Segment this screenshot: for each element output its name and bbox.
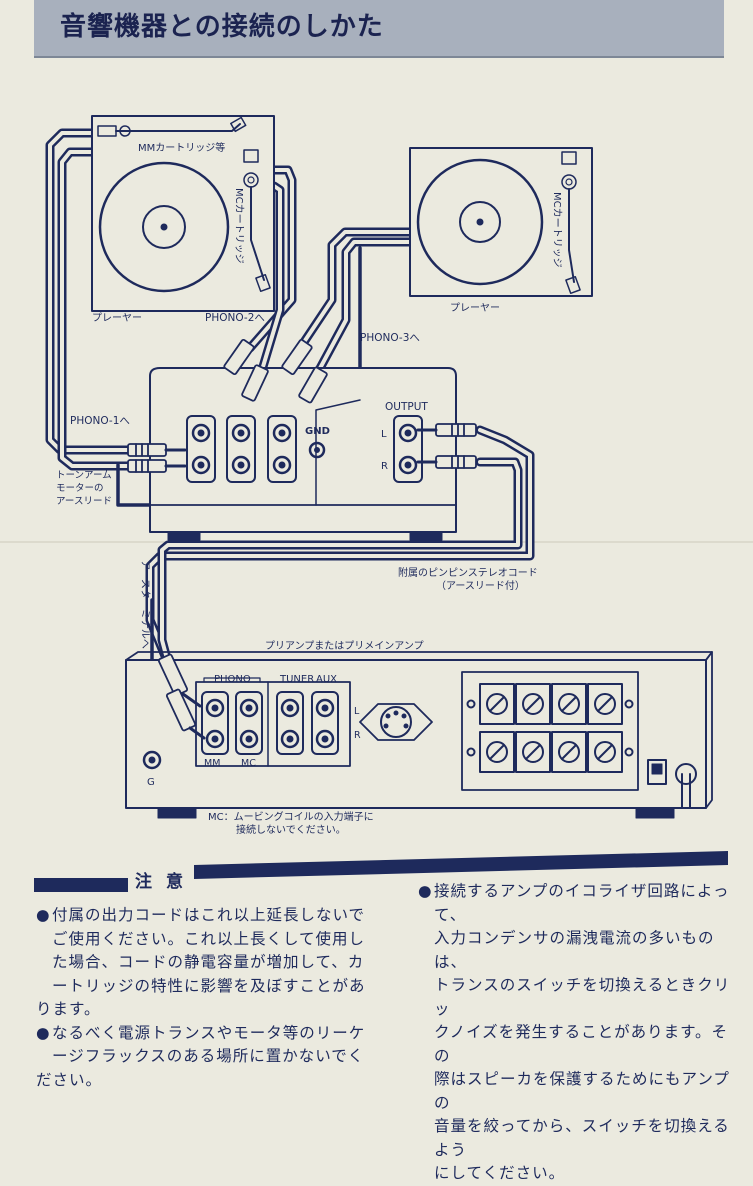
amp-foot-left bbox=[157, 807, 197, 819]
label-mm-cartridge: MMカートリッジ等 bbox=[138, 141, 225, 154]
note-item: ●付属の出力コードはこれ以上延長しないでご使用ください。これ以上長くして使用した… bbox=[36, 904, 406, 1022]
label-phono3: PHONO-3へ bbox=[360, 332, 420, 344]
label-cord-2: （アースリード付） bbox=[436, 579, 525, 592]
plugs-phono1 bbox=[127, 443, 187, 473]
phono2-jacks bbox=[226, 415, 256, 483]
notes-left-column: ●付属の出力コードはこれ以上延長しないでご使用ください。これ以上長くして使用した… bbox=[36, 904, 406, 1092]
header-bar bbox=[34, 0, 724, 58]
label-earth-lead-1: トーンアーム bbox=[56, 470, 112, 481]
platter-right bbox=[416, 158, 544, 286]
gnd-terminal bbox=[308, 441, 326, 459]
bullet-icon: ● bbox=[36, 1023, 51, 1042]
plugs-amp-phono bbox=[157, 653, 206, 740]
label-mc-cartridge-left: MCカートリッジ bbox=[233, 188, 245, 264]
plugs-output bbox=[416, 423, 477, 469]
note-line: 付属の出力コードはこれ以上延長しないで bbox=[52, 906, 366, 924]
label-gnd: GND bbox=[305, 426, 330, 437]
bullet-icon: ● bbox=[36, 906, 51, 924]
label-output-l: L bbox=[381, 429, 387, 440]
transformer-feet-left bbox=[167, 531, 201, 541]
note-item: ●接続するアンプのイコライザ回路によって、入力コンデンサの漏洩電流の多いものは、… bbox=[418, 880, 736, 1186]
note-line: にしてください。 bbox=[434, 1164, 566, 1182]
transformer-feet-right bbox=[409, 531, 443, 541]
plugs-phono2 bbox=[223, 338, 269, 402]
bullet-icon: ● bbox=[418, 882, 433, 900]
label-output: OUTPUT bbox=[385, 401, 428, 413]
amp-phono-jacks bbox=[201, 691, 263, 755]
notes-title: 注 意 bbox=[128, 868, 194, 896]
label-player-right: プレーヤー bbox=[450, 302, 500, 314]
label-amp-tuner: TUNER bbox=[279, 674, 314, 685]
label-amp-mm: MM bbox=[204, 758, 220, 769]
label-amp-g: G bbox=[147, 777, 155, 788]
note-line: ートリッジの特性に影響を及ぼすことがあ bbox=[52, 976, 366, 995]
output-jacks bbox=[393, 415, 423, 483]
turntable-left-body bbox=[91, 115, 275, 312]
power-switch bbox=[647, 759, 667, 785]
din-socket bbox=[359, 703, 433, 741]
power-cord-grommet bbox=[675, 763, 697, 785]
note-line: 音量を絞ってから、スイッチを切換えるよう bbox=[434, 1117, 730, 1159]
note-line: 接続するアンプのイコライザ回路によって、 bbox=[434, 882, 730, 924]
phono3-jacks bbox=[267, 415, 297, 483]
label-phono2: PHONO-2へ bbox=[205, 312, 265, 324]
label-amp-aux: AUX bbox=[316, 674, 337, 685]
label-earth-terminal: アースターミナルへ bbox=[139, 560, 151, 649]
note-line: ります。 bbox=[36, 1000, 101, 1018]
amp-ground-terminal bbox=[142, 750, 162, 770]
label-player-left: プレーヤー bbox=[92, 312, 142, 324]
notes-right-column: ●接続するアンプのイコライザ回路によって、入力コンデンサの漏洩電流の多いものは、… bbox=[418, 880, 736, 1186]
phono1-jacks bbox=[186, 415, 216, 483]
note-line: トランスのスイッチを切換えるときクリッ bbox=[434, 976, 731, 1018]
notes-bar-left bbox=[34, 878, 128, 892]
label-amp-phono: PHONO bbox=[214, 674, 251, 685]
label-cord-1: 附属のピンピンステレオコード bbox=[398, 566, 538, 579]
label-amp-r: R bbox=[354, 730, 361, 741]
label-mc-note-1: MC：ムービングコイルの入力端子に bbox=[208, 810, 374, 823]
label-mc-cartridge-right: MCカートリッジ bbox=[551, 192, 563, 268]
label-earth-lead-2: モーターの bbox=[56, 483, 104, 494]
note-line: ださい。 bbox=[36, 1070, 103, 1089]
plugs-phono3 bbox=[281, 338, 328, 404]
platter-left bbox=[98, 161, 230, 293]
label-mc-note-2: 接続しないでください。 bbox=[236, 823, 346, 836]
speaker-terminal-panel bbox=[461, 671, 639, 791]
notes-bar-right bbox=[194, 851, 728, 879]
note-line: ご使用ください。これ以上長くして使用し bbox=[52, 929, 366, 948]
cable-phono3-a bbox=[295, 227, 415, 353]
note-line: クノイズを発生することがあります。その bbox=[434, 1023, 729, 1065]
note-line: なるべく電源トランスやモータ等のリーケ bbox=[52, 1023, 366, 1042]
note-line: 入力コンデンサの漏洩電流の多いものは、 bbox=[434, 929, 715, 971]
note-line: ージフラックスのある場所に置かないでく bbox=[52, 1047, 365, 1065]
note-line: た場合、コードの静電容量が増加して、カ bbox=[52, 953, 365, 971]
speaker-terminals bbox=[466, 683, 634, 773]
label-amp-title: プリアンプまたはプリメインアンプ bbox=[265, 640, 424, 652]
transformer-body bbox=[149, 367, 457, 533]
label-output-r: R bbox=[381, 461, 388, 472]
label-amp-mc: MC bbox=[241, 758, 256, 769]
page-title: 音響機器との接続のしかた bbox=[60, 12, 384, 42]
label-earth-lead-3: アースリード bbox=[56, 496, 112, 507]
label-phono1: PHONO-1へ bbox=[70, 415, 130, 427]
amp-tuner-aux-jacks bbox=[276, 691, 339, 755]
note-line: 際はスピーカを保護するためにもアンプの bbox=[434, 1070, 730, 1112]
connection-diagram: MMカートリッジ等 MCカートリッジ プレーヤー PHONO-2へ MCカートリ… bbox=[45, 115, 713, 836]
label-amp-l: L bbox=[354, 706, 360, 717]
note-item: ●なるべく電源トランスやモータ等のリーケージフラックスのある場所に置かないでくだ… bbox=[36, 1022, 406, 1093]
amp-foot-right bbox=[635, 807, 675, 819]
